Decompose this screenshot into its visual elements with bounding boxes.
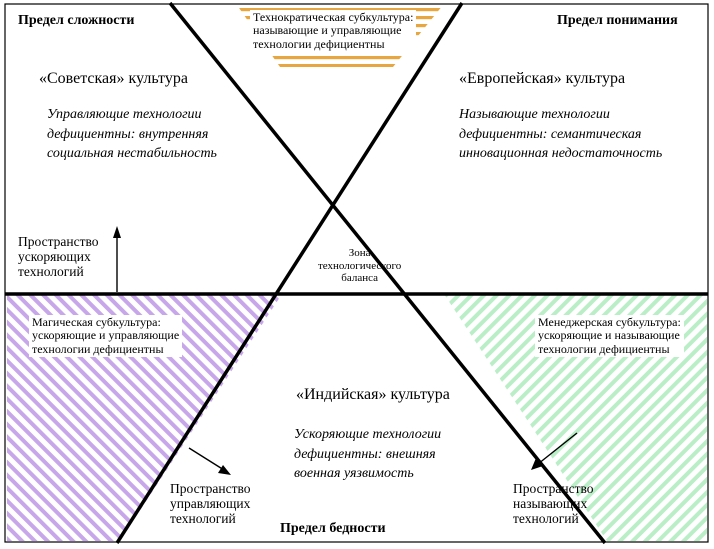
accelerating-line-1: Пространство [18, 234, 99, 249]
manager-line-1: Менеджерская субкультура: [538, 315, 681, 329]
manager-line-2: ускоряющие и называющие [538, 328, 680, 343]
magic-line-2: ускоряющие и управляющие [32, 328, 180, 343]
indian-culture-description: Ускоряющие технологии дефициентны: внешн… [294, 425, 441, 484]
naming-line-2: называющих [513, 496, 588, 512]
indian-desc-line-3: военная уязвимость [294, 466, 414, 482]
limit-understanding-label: Предел понимания [557, 13, 678, 28]
naming-arrow-shaft [537, 432, 578, 465]
european-desc-line-3: инновационная недостаточность [459, 146, 663, 162]
accelerating-space-label: Пространство ускоряющих технологий [18, 234, 99, 279]
balance-zone-label: Зона технологического баланса [318, 247, 401, 285]
soviet-culture-description: Управляющие технологии дефициентны: внут… [47, 105, 217, 164]
soviet-desc-line-1: Управляющие технологии [47, 107, 202, 122]
vertical-arrow-head [113, 226, 121, 238]
managing-space-label: Пространство управляющих технологий [170, 481, 251, 526]
zone-line-3: баланса [341, 272, 378, 285]
naming-arrow-head [531, 458, 543, 470]
magic-subculture-box: Магическая субкультура: ускоряющие и упр… [29, 315, 183, 358]
diagonal-line-right [115, 2, 464, 544]
accelerating-line-2: ускоряющих [18, 249, 91, 265]
naming-space-label: Пространство называющих технологий [513, 481, 594, 526]
technocratic-line-2: называющие и управляющие [253, 23, 402, 38]
diagonal-line-left [168, 1, 607, 545]
european-culture-description: Называющие технологии дефициентны: семан… [459, 105, 662, 164]
zone-line-2: технологического [318, 259, 402, 272]
diagram-frame [4, 3, 709, 543]
european-desc-line-2: дефициентны: семантическая [459, 126, 642, 142]
limit-poverty-label: Предел бедности [280, 521, 386, 536]
indian-culture-title: «Индийская» культура [296, 386, 450, 403]
technocratic-subculture-box: Технократическая субкультура: называющие… [250, 10, 417, 53]
indian-desc-line-2: дефициентны: внешняя [294, 446, 436, 462]
managing-line-2: управляющих [170, 496, 251, 512]
magic-line-3: технологии дефициентны [32, 341, 164, 356]
naming-line-3: технологий [513, 511, 579, 527]
limit-complexity-label: Предел сложности [18, 13, 135, 28]
soviet-desc-line-2: дефициентны: внутренняя [47, 126, 209, 142]
magic-line-1: Магическая субкультура: [32, 315, 161, 329]
manager-subculture-box: Менеджерская субкультура: ускоряющие и н… [535, 315, 684, 358]
technocratic-line-3: технологии дефициентны [253, 36, 385, 51]
manager-line-3: технологии дефициентны [538, 341, 670, 356]
managing-arrow-shaft [188, 447, 225, 471]
indian-desc-line-1: Ускоряющие технологии [294, 427, 442, 442]
managing-line-1: Пространство [170, 481, 251, 496]
zone-line-1: Зона [348, 247, 371, 259]
managing-line-3: технологий [170, 511, 236, 527]
soviet-culture-title: «Советская» культура [39, 70, 188, 87]
naming-line-1: Пространство [513, 481, 594, 496]
managing-arrow-head [218, 465, 231, 475]
accelerating-line-3: технологий [18, 264, 84, 280]
technocratic-line-1: Технократическая субкультура: [253, 10, 414, 24]
european-culture-title: «Европейская» культура [459, 70, 626, 87]
european-desc-line-1: Называющие технологии [459, 107, 610, 122]
soviet-desc-line-3: социальная нестабильность [47, 146, 217, 162]
